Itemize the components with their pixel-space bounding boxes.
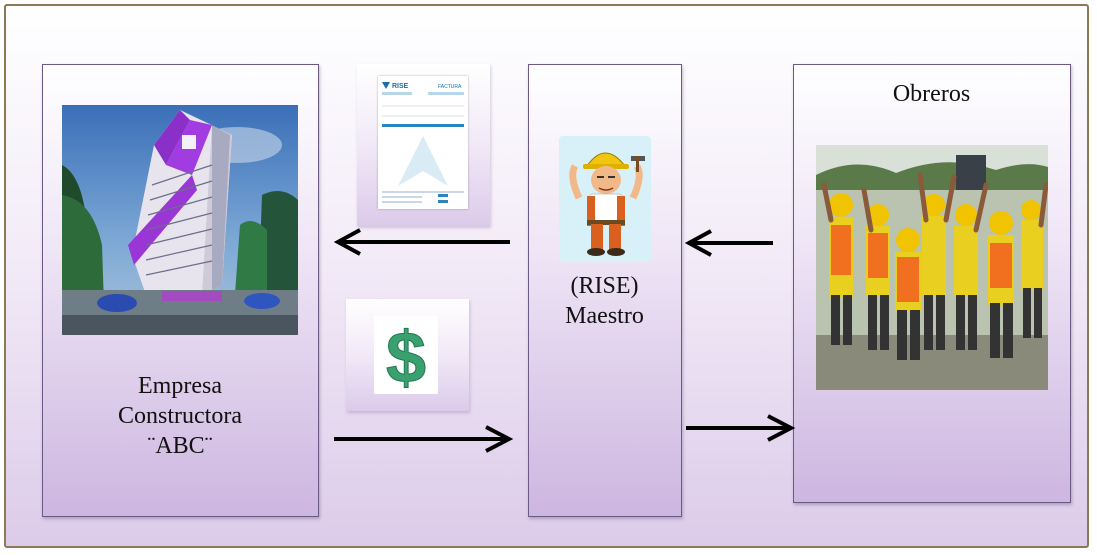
company-label-line-1: Empresa <box>138 373 222 399</box>
workers-box: Obreros <box>793 64 1071 503</box>
company-label-line-2: Constructora <box>118 403 242 429</box>
workers-label: Obreros <box>892 81 971 107</box>
arrow-workers-to-master <box>685 229 773 257</box>
invoice-icon: RISE FACTURA <box>378 76 468 209</box>
invoice-brand: RISE <box>392 83 409 90</box>
arrow-master-to-workers <box>686 414 796 442</box>
master-label-line-2: Maestro <box>565 303 644 329</box>
arrow-company-to-master <box>334 425 514 453</box>
construction-worker-icon <box>559 136 651 262</box>
master-label: (RISE) Maestro <box>529 271 680 331</box>
company-label: Empresa Constructora ¨ABC¨ <box>43 371 317 461</box>
workers-photo <box>816 145 1048 390</box>
payment-box: $ <box>346 299 469 411</box>
invoice-heading: FACTURA <box>438 84 462 90</box>
master-label-line-1: (RISE) <box>570 273 639 299</box>
company-label-line-3: ¨ABC¨ <box>147 433 213 459</box>
building-image <box>62 105 298 335</box>
dollar-symbol: $ <box>386 318 426 394</box>
company-box: Empresa Constructora ¨ABC¨ <box>42 64 319 517</box>
master-box: (RISE) Maestro <box>528 64 682 517</box>
invoice-box: RISE FACTURA <box>357 64 490 226</box>
dollar-icon: $ <box>374 316 438 394</box>
arrow-master-to-company <box>334 228 510 256</box>
